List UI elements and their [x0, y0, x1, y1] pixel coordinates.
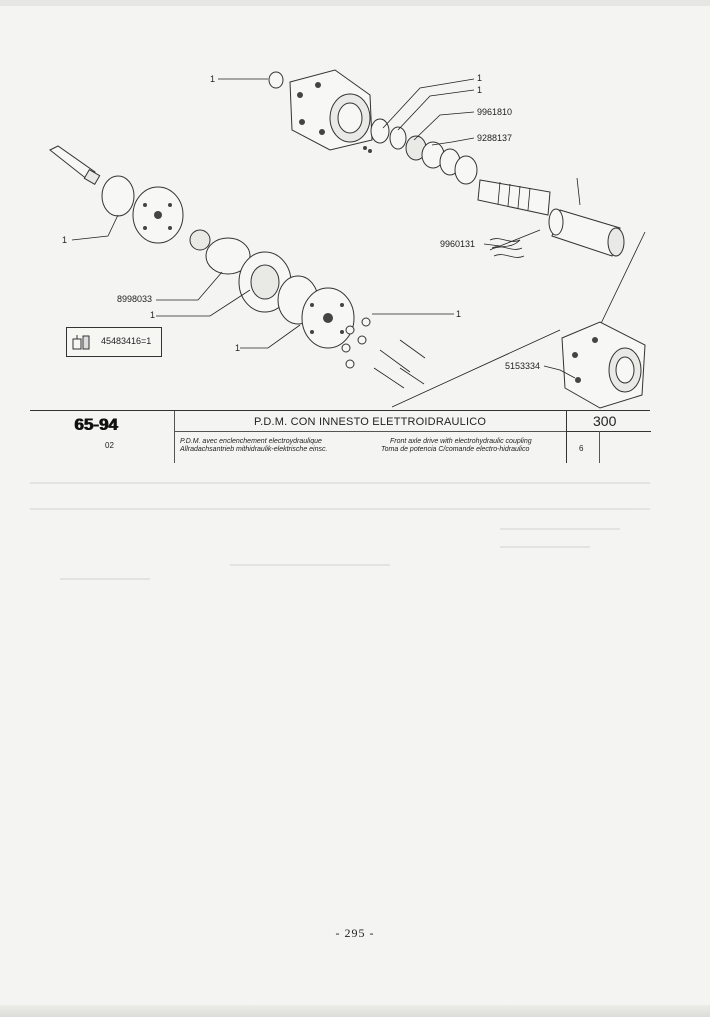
frame-edge — [391, 329, 561, 408]
callout-label: 1 — [235, 343, 240, 353]
title-block: 65-94 02 P.D.M. CON INNESTO ELETTROIDRAU… — [30, 410, 651, 463]
title-divider — [174, 431, 566, 432]
o-ring-part — [268, 71, 284, 89]
callout-label: 1 — [150, 310, 155, 320]
o-ring-part — [205, 237, 251, 275]
callout-label: 5153334 — [505, 361, 540, 371]
title-spanish: Toma de potencia C/comande electro-hidra… — [381, 446, 530, 453]
scan-edge-top — [0, 0, 710, 6]
cover-plate-part — [301, 287, 355, 349]
kit-reference-box: 45483416=1 — [66, 327, 162, 357]
callout-label: 9288137 — [477, 133, 512, 143]
scan-edge-bottom — [0, 1005, 710, 1017]
gear-part — [189, 229, 211, 251]
exploded-parts-diagram: 1 1 1 9961810 9288137 9960131 8998033 1 … — [49, 69, 646, 409]
seal-ring-part — [370, 118, 390, 144]
seal-ring-part — [389, 126, 407, 150]
title-english: Front axle drive with electrohydraulic c… — [390, 438, 532, 445]
title-german: Allradachsantrieb mithidraulik-elektrisc… — [180, 446, 328, 453]
bleed-through-ghost — [30, 468, 660, 608]
callout-label: 9961810 — [477, 107, 512, 117]
splined-shaft-part — [477, 179, 551, 216]
model-box: 65-94 02 — [30, 411, 175, 463]
model-sub-code: 02 — [105, 441, 114, 450]
callout-label: 1 — [477, 85, 482, 95]
callout-label: 1 — [456, 309, 461, 319]
page-code: 300 — [593, 413, 617, 429]
page-code-box: 300 — [566, 411, 651, 432]
seal-ring-part — [454, 155, 478, 185]
title-italian: P.D.M. CON INNESTO ELETTROIDRAULICO — [254, 416, 487, 428]
callout-label: 8998033 — [117, 294, 152, 304]
callout-label: 9960131 — [440, 239, 475, 249]
callout-label: 1 — [210, 74, 215, 84]
callout-label: 1 — [477, 73, 482, 83]
title-french: P.D.M. avec enclenchement electroydrauli… — [180, 438, 322, 445]
upper-housing-part — [289, 69, 373, 151]
seal-ring-part — [101, 175, 135, 217]
lower-housing-part — [561, 321, 646, 409]
coupling-sleeve-part — [548, 177, 625, 257]
input-shaft-part — [49, 145, 101, 186]
sub-code-box: 6 — [566, 431, 600, 463]
parts-kit-icon — [72, 335, 90, 350]
kit-label: 45483416=1 — [101, 336, 152, 346]
sub-code: 6 — [579, 444, 584, 453]
ball-part — [363, 146, 367, 150]
bolts-part — [341, 317, 426, 389]
page-number: - 295 - — [335, 926, 375, 940]
callout-label: 1 — [62, 235, 67, 245]
spring-pack-part — [489, 238, 525, 258]
model-code: 65-94 — [74, 415, 118, 434]
frame-edge — [594, 231, 646, 337]
clutch-disc-part — [132, 186, 184, 244]
ball-part — [368, 149, 372, 153]
